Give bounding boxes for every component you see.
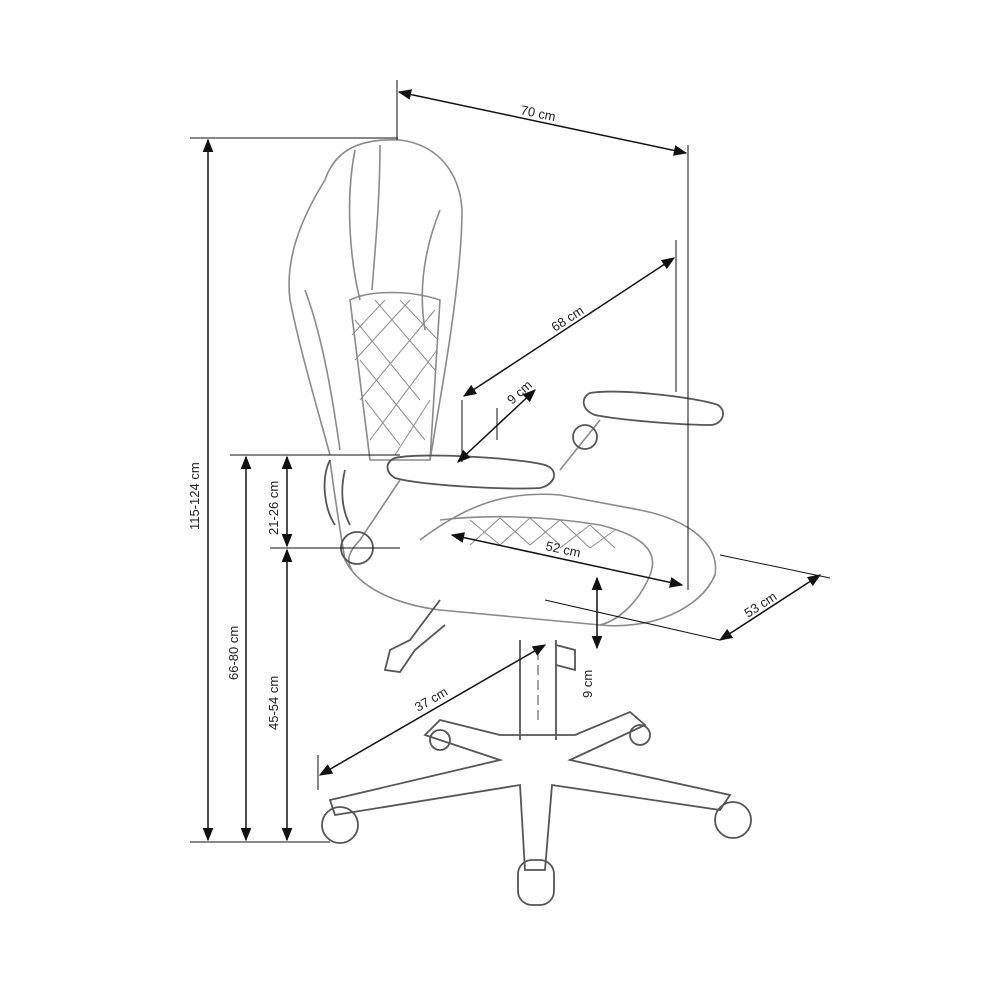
label-arm-above-seat: 21-26 cm xyxy=(266,481,281,535)
dim-backrest-offset-line xyxy=(457,389,536,463)
dim-seat-depth-line xyxy=(450,532,684,588)
dim-seat-width-line xyxy=(718,574,822,641)
label-seat-height: 45-54 cm xyxy=(266,676,281,730)
dim-width-line xyxy=(397,89,688,156)
dimension-lines xyxy=(202,89,822,842)
dim-backrest-line xyxy=(462,257,676,397)
label-seat-depth: 52 cm xyxy=(544,538,582,560)
dim-base-line xyxy=(318,644,547,776)
label-arm-offset: 9 cm xyxy=(580,670,595,698)
label-width: 70 cm xyxy=(519,102,557,124)
label-backrest: 68 cm xyxy=(548,303,586,335)
label-backrest-offset: 9 cm xyxy=(504,377,535,407)
label-armrest-height: 66-80 cm xyxy=(226,626,241,680)
label-seat-width: 53 cm xyxy=(741,589,779,621)
chair-illustration xyxy=(288,139,752,906)
label-total-height: 115-124 cm xyxy=(187,462,202,530)
extension-lines xyxy=(190,80,831,843)
